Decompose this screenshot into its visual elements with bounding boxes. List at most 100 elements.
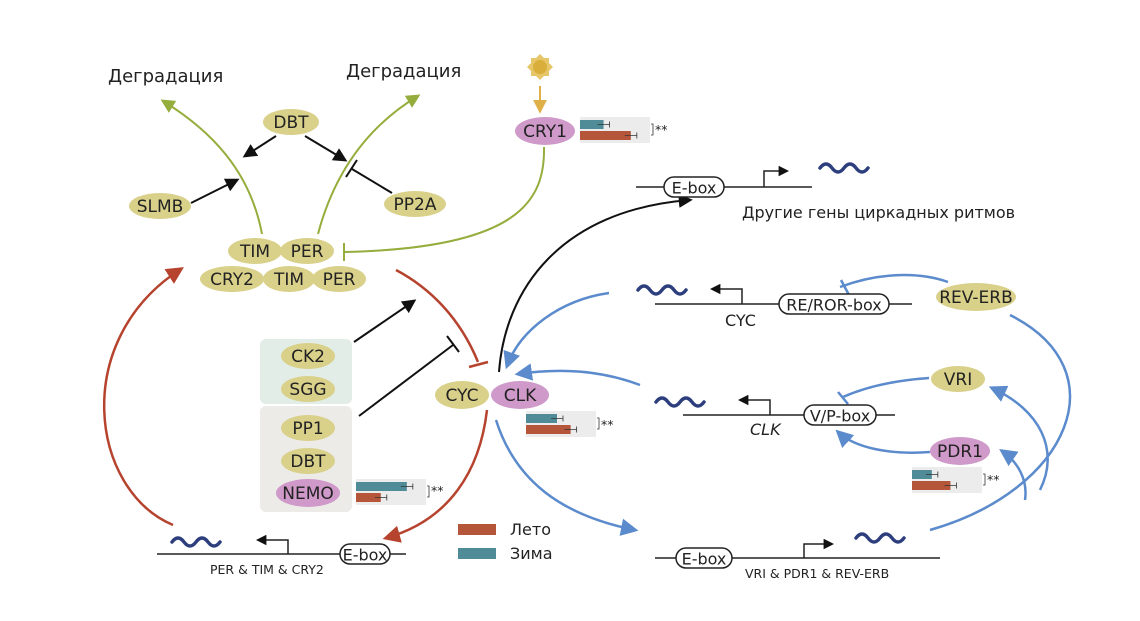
error-bar-summer [374, 494, 388, 501]
kinase-arrow [353, 299, 417, 343]
ebox-bottom [675, 547, 733, 569]
node-nemo: NEMO [276, 479, 340, 507]
degradation-label-right: Деградация [346, 61, 461, 82]
degradation-arrow-right [317, 94, 421, 235]
node-tim-b-label: TIM [273, 270, 304, 290]
node-cry2: CRY2 [200, 266, 264, 292]
red-inhibit-bar [468, 360, 489, 369]
node-slmb: SLMB [129, 193, 191, 219]
blue-wave-to-pdr1 [999, 449, 1027, 501]
blue-vri-to-vpbox [842, 376, 930, 399]
tss-arrow-cyc [709, 283, 743, 304]
node-nemo-label: NEMO [282, 484, 334, 504]
slmb-arrow [190, 178, 240, 204]
mrna-wave-per [170, 536, 222, 548]
mrna-wave-other [818, 162, 870, 174]
ebox-left-label: E-box [343, 546, 388, 565]
node-vri: VRI [931, 366, 985, 392]
node-vri-label: VRI [944, 370, 972, 390]
blue-reverb-to-rebox [839, 273, 949, 289]
node-pdr1: PDR1 [930, 437, 990, 465]
node-dbt-top-label: DBT [273, 113, 309, 133]
bar-chart-clk [526, 411, 600, 437]
tss-arrow-per [255, 534, 289, 554]
re-ror-box [778, 293, 890, 315]
node-rev-erb: REV-ERB [936, 283, 1016, 311]
node-cry1: CRY1 [515, 117, 575, 145]
error-bar-winter [551, 415, 564, 422]
re-ror-box-label: RE/ROR-box [786, 296, 882, 315]
bar-summer [356, 493, 381, 502]
node-sgg-label: SGG [289, 380, 326, 400]
blue-reverb-inhibit-bar [839, 279, 851, 296]
tss-arrow-vri [803, 538, 835, 558]
ebox-top [663, 176, 725, 198]
node-pp1: PP1 [281, 415, 335, 441]
ebox-bottom-label: E-box [682, 550, 727, 569]
node-tim-a: TIM [228, 238, 282, 264]
vp-box [803, 404, 877, 426]
bar-summer [912, 481, 951, 490]
blue-pdr1-to-vpbox [835, 429, 931, 454]
node-sgg: SGG [281, 376, 335, 402]
degradation-label-left: Деградация [108, 66, 223, 87]
node-dbt: DBT [281, 448, 335, 474]
node-cyc: CYC [435, 381, 489, 409]
error-bar-summer [944, 482, 957, 489]
bar-chart-pdr1 [912, 467, 986, 493]
tss-arrow-clk [737, 394, 771, 415]
mrna-wave-clk [654, 396, 706, 408]
bar-summer [580, 131, 631, 140]
pp2a-inhibit-line [351, 168, 393, 194]
bar-winter [526, 414, 557, 423]
vp-box-label: V/P-box [810, 407, 870, 426]
node-per-b: PER [312, 266, 366, 292]
node-tim-b: TIM [263, 266, 315, 292]
legend-summer-label: Лето [510, 520, 551, 539]
node-clk: CLK [491, 381, 549, 409]
error-bar-summer [564, 426, 578, 433]
vri-pdr1-reverb-label: VRI & PDR1 & REV-ERB [745, 566, 889, 581]
node-ck2: CK2 [281, 343, 335, 369]
ebox-left [339, 543, 391, 565]
mrna-wave-cyc [636, 284, 688, 296]
blue-cyc-to-clk [503, 291, 610, 370]
error-bar-winter [925, 471, 939, 478]
clk-gene-label: CLK [750, 420, 782, 439]
node-dbt-top: DBT [263, 109, 319, 135]
tss-arrow-other [763, 165, 790, 187]
blue-clk-to-ebox [494, 419, 639, 536]
node-cry1-label: CRY1 [523, 122, 567, 142]
cyc-gene-label: CYC [725, 311, 756, 330]
significance-cry1: ** [655, 122, 668, 137]
dbt-arrow-left [242, 135, 277, 158]
legend-winter-swatch [458, 548, 496, 559]
node-per-a-label: PER [291, 242, 324, 262]
significance-bracket [651, 123, 654, 136]
node-pdr1-label: PDR1 [937, 442, 983, 462]
blue-vri-inhibit-bar [837, 391, 849, 405]
bar-winter [912, 470, 932, 479]
other-genes-label: Другие гены циркадных ритмов [742, 203, 1015, 222]
red-loop-left [103, 267, 184, 527]
node-cyc-label: CYC [446, 386, 479, 406]
sun-icon [527, 54, 553, 80]
red-clk-to-ebox [382, 409, 489, 543]
error-bar-winter [597, 121, 610, 128]
node-clk-label: CLK [504, 386, 537, 406]
legend-winter-label: Зима [510, 544, 553, 563]
node-pp1-label: PP1 [292, 419, 323, 439]
bar-winter [356, 482, 407, 491]
significance-nemo: ** [431, 483, 444, 498]
cry1-inhibit-line [344, 146, 546, 253]
bar-winter [580, 120, 604, 129]
node-per-a: PER [280, 238, 334, 264]
pp2a-inhibit-bar [345, 159, 358, 178]
node-cry2-label: CRY2 [210, 270, 254, 290]
dbt-arrow-right [304, 135, 348, 162]
node-dbt-label: DBT [290, 452, 326, 472]
per-tim-cry2-label: PER & TIM & CRY2 [210, 562, 324, 577]
node-pp2a-label: PP2A [394, 195, 437, 215]
mrna-wave-vri [854, 532, 906, 544]
